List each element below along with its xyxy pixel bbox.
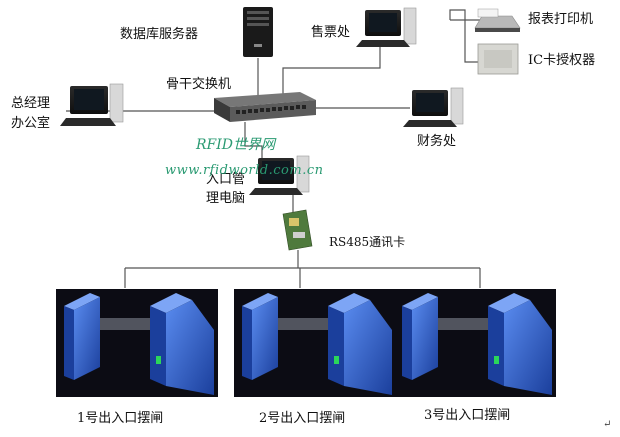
gate2-label: 2号出入口摆闸 xyxy=(259,411,346,426)
gate-panel-3 xyxy=(394,289,556,397)
database-server-icon xyxy=(243,7,273,57)
report-printer-label: 报表打印机 xyxy=(528,12,594,27)
gate1-label: 1号出入口摆闸 xyxy=(77,411,164,426)
entry-management-computer-icon xyxy=(249,155,310,195)
backbone-switch-icon xyxy=(214,92,316,122)
connection-lines xyxy=(66,9,481,288)
entry-pc-label-line1: 入口管 xyxy=(206,172,246,187)
report-printer-icon xyxy=(474,8,521,32)
ticket-office-label: 售票处 xyxy=(311,25,351,40)
finance-label: 财务处 xyxy=(417,134,457,149)
gate-panel-2 xyxy=(234,289,396,397)
watermark-url: www.rfidworld.com.cn xyxy=(165,163,324,178)
rs485-label: RS485通讯卡 xyxy=(329,235,406,249)
ticket-office-computer-icon xyxy=(356,7,417,47)
gm-office-label-line2: 办公室 xyxy=(11,116,51,131)
gm-office-label-line1: 总经理 xyxy=(11,96,51,111)
ic-authorizer-label: IC卡授权器 xyxy=(528,53,596,68)
gate-panel-1 xyxy=(56,289,218,397)
ic-card-authorizer-icon xyxy=(477,43,519,75)
watermark-title: RFID世界网 xyxy=(196,137,276,153)
gm-office-computer-icon xyxy=(60,83,124,126)
entry-pc-label-line2: 理电脑 xyxy=(206,191,246,206)
gate3-label: 3号出入口摆闸 xyxy=(424,408,511,423)
db-server-label: 数据库服务器 xyxy=(120,27,199,42)
finance-computer-icon xyxy=(403,87,464,127)
backbone-switch-label: 骨干交换机 xyxy=(166,77,232,92)
rs485-card-icon xyxy=(282,209,313,256)
return-mark-icon: ↵ xyxy=(603,419,612,430)
